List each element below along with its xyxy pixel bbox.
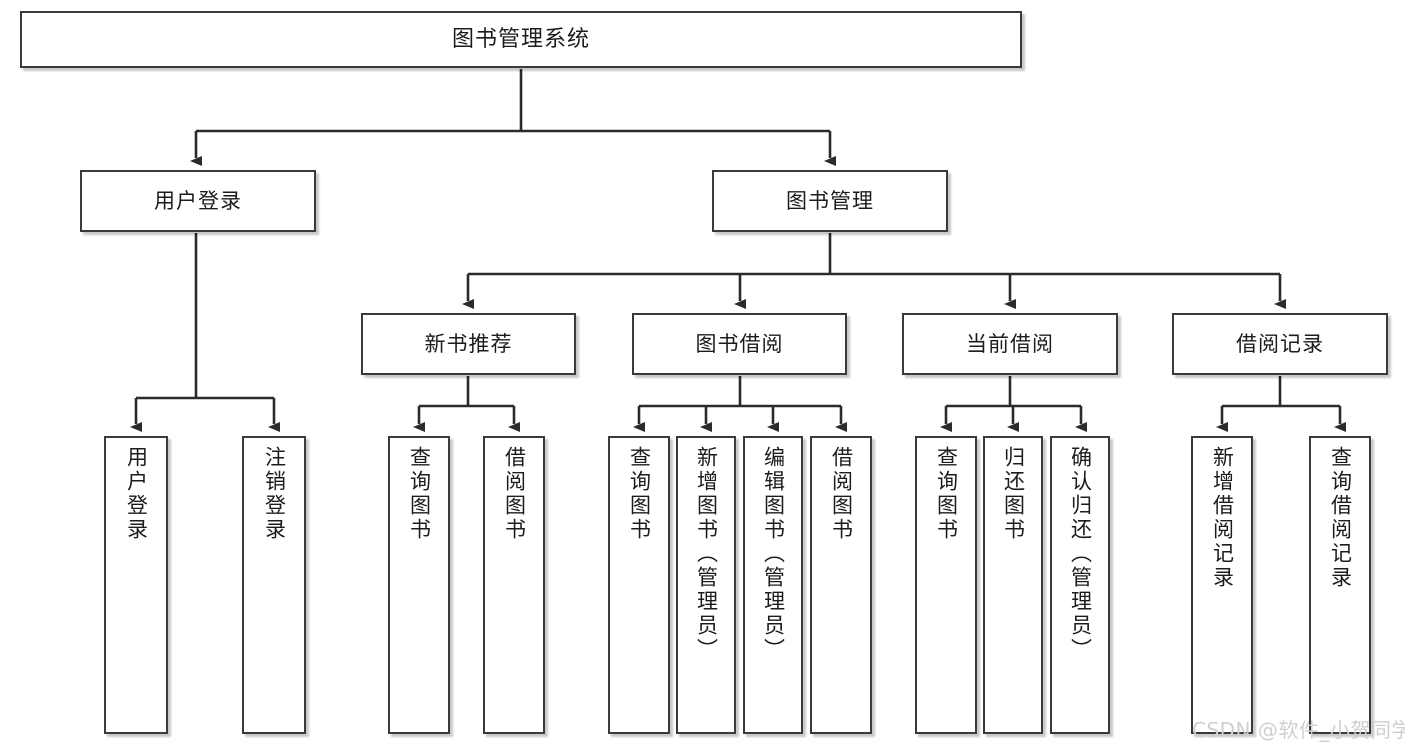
node-label: 编辑图书（管理员）	[761, 446, 786, 662]
node-label: 查询图书	[934, 446, 959, 542]
node-label: 新增图书（管理员）	[694, 446, 719, 662]
node-label: 借阅记录	[1236, 331, 1324, 356]
leaf-borrow-book[interactable]: 借阅图书	[810, 436, 872, 734]
node-root-book-management-system[interactable]: 图书管理系统	[20, 11, 1022, 68]
node-borrow-record[interactable]: 借阅记录	[1172, 313, 1388, 375]
node-new-book-recommend[interactable]: 新书推荐	[361, 313, 576, 375]
node-label: 归还图书	[1001, 446, 1026, 542]
node-current-borrow[interactable]: 当前借阅	[902, 313, 1118, 375]
node-label: 用户登录	[124, 446, 149, 542]
node-label: 新增借阅记录	[1210, 446, 1235, 590]
leaf-return-book[interactable]: 归还图书	[983, 436, 1043, 734]
leaf-logout[interactable]: 注销登录	[242, 436, 306, 734]
node-book-borrow[interactable]: 图书借阅	[632, 313, 847, 375]
leaf-query-book-current[interactable]: 查询图书	[915, 436, 977, 734]
node-label: 图书管理	[786, 188, 874, 213]
node-label: 当前借阅	[966, 331, 1054, 356]
node-label: 图书借阅	[695, 331, 784, 356]
node-label: 注销登录	[262, 446, 287, 542]
node-label: 确认归还（管理员）	[1068, 446, 1093, 662]
leaf-query-book-recommend[interactable]: 查询图书	[388, 436, 450, 734]
node-label: 借阅图书	[502, 446, 527, 542]
node-label: 查询图书	[627, 446, 652, 542]
leaf-add-book-admin[interactable]: 新增图书（管理员）	[676, 436, 736, 734]
node-label: 借阅图书	[829, 446, 854, 542]
node-book-management[interactable]: 图书管理	[712, 170, 948, 232]
watermark: CSDN @软件_小贺同学	[1192, 718, 1405, 742]
leaf-borrow-book-recommend[interactable]: 借阅图书	[483, 436, 545, 734]
leaf-add-borrow-record[interactable]: 新增借阅记录	[1191, 436, 1253, 734]
node-label: 用户登录	[154, 188, 242, 213]
leaf-query-borrow-record[interactable]: 查询借阅记录	[1309, 436, 1371, 734]
leaf-edit-book-admin[interactable]: 编辑图书（管理员）	[743, 436, 803, 734]
leaf-confirm-return-admin[interactable]: 确认归还（管理员）	[1050, 436, 1110, 734]
node-label: 新书推荐	[424, 331, 513, 356]
leaf-user-login[interactable]: 用户登录	[104, 436, 168, 734]
node-user-login[interactable]: 用户登录	[80, 170, 316, 232]
node-label: 图书管理系统	[451, 26, 590, 52]
node-label: 查询借阅记录	[1328, 446, 1353, 590]
leaf-query-book-borrow[interactable]: 查询图书	[608, 436, 670, 734]
node-label: 查询图书	[407, 446, 432, 542]
